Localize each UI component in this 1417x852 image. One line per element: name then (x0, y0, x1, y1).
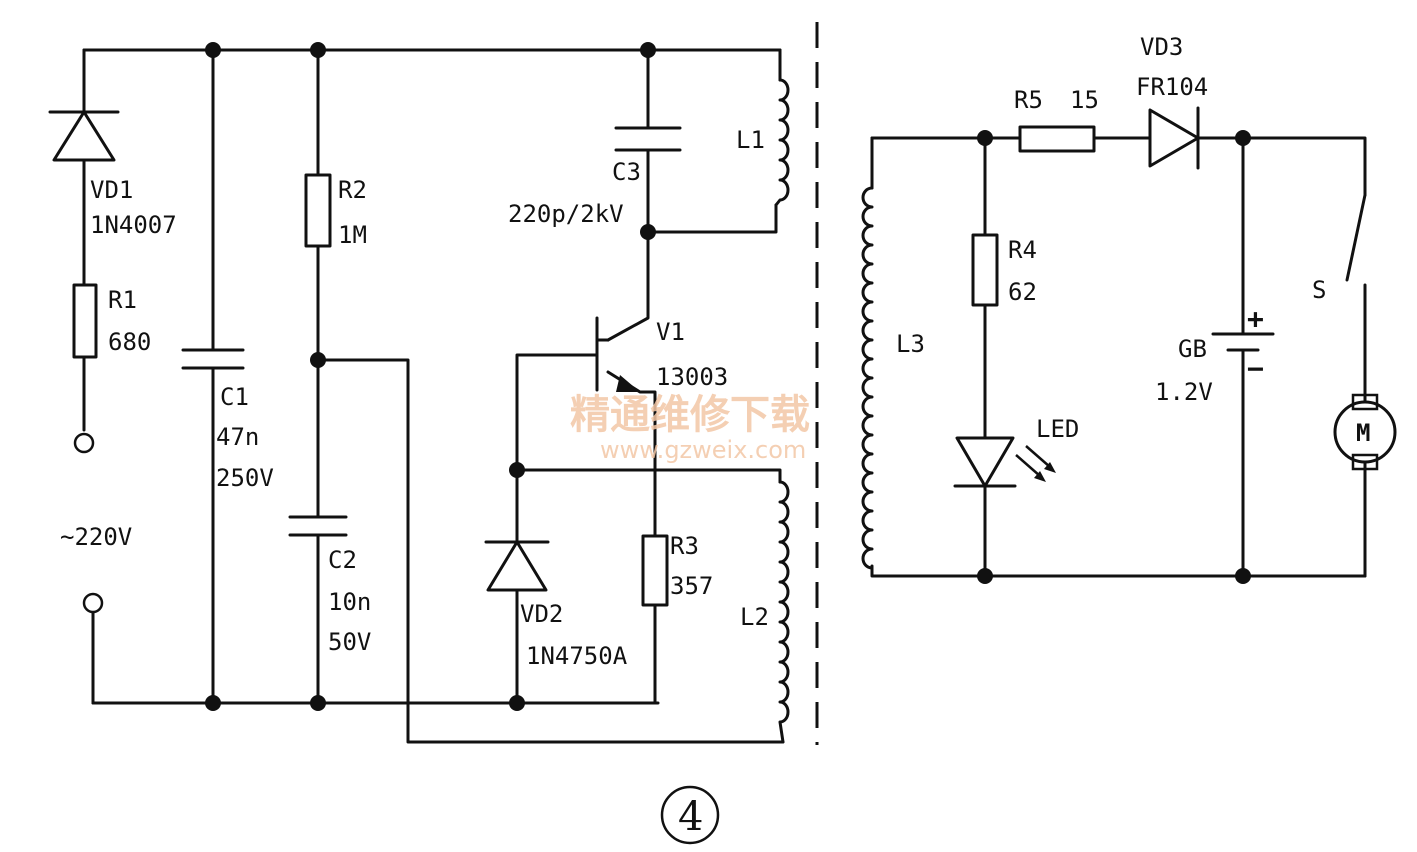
watermark-title: 精通维修下载 (570, 392, 810, 438)
r4-value: 62 (1008, 278, 1037, 306)
r1-value: 680 (108, 328, 151, 356)
motor-label: M (1356, 419, 1370, 447)
r1-ref: R1 (108, 286, 137, 314)
l3-ref: L3 (896, 330, 925, 358)
vd3-ref: VD3 (1140, 33, 1183, 61)
r5-resistor-symbol (1018, 125, 1096, 153)
secondary-junction-dots (977, 130, 1251, 584)
gb-value: 1.2V (1155, 378, 1213, 406)
r2-resistor-symbol (304, 173, 332, 248)
l3-coil-symbol (861, 186, 874, 570)
vd3-value: FR104 (1136, 73, 1208, 101)
v1-ref: V1 (656, 318, 685, 346)
l2-ref: L2 (740, 603, 769, 631)
r1-resistor-symbol (72, 283, 98, 359)
l2-coil-symbol (778, 480, 790, 744)
v1-transistor-symbol (595, 316, 640, 392)
vd1-ref: VD1 (90, 176, 133, 204)
r2-value: 1M (338, 221, 367, 249)
c3-ref: C3 (612, 158, 641, 186)
l1-coil-symbol (774, 78, 790, 207)
r3-value: 357 (670, 572, 713, 600)
r4-ref: R4 (1008, 236, 1037, 264)
primary-wiring (82, 48, 785, 744)
r5-ref: R5 (1014, 86, 1043, 114)
switch-ref: S (1312, 276, 1326, 304)
gb-minus-sign: − (1247, 352, 1264, 385)
input-voltage-label: ~220V (60, 523, 132, 551)
led-light-arrows-icon (1015, 445, 1056, 482)
vd2-ref: VD2 (520, 600, 563, 628)
watermark-url: www.gzweix.com (600, 436, 806, 464)
c3-capacitor-symbol (614, 126, 682, 152)
c2-value: 10n (328, 588, 371, 616)
c2-capacitor-symbol (288, 515, 348, 537)
primary-junction-dots (205, 42, 656, 711)
c3-value: 220p/2kV (508, 200, 624, 228)
c2-ref: C2 (328, 546, 357, 574)
vd1-diode-symbol (48, 110, 120, 162)
figure-number: 4 (678, 794, 703, 840)
gb-ref: GB (1178, 335, 1207, 363)
c2-voltage: 50V (328, 628, 371, 656)
c1-capacitor-symbol (181, 348, 245, 370)
r2-ref: R2 (338, 176, 367, 204)
vd3-diode-symbol (1148, 106, 1200, 170)
vd1-value: 1N4007 (90, 211, 177, 239)
r5-value: 15 (1070, 86, 1099, 114)
r3-ref: R3 (670, 532, 699, 560)
gb-battery-symbol (1211, 332, 1275, 352)
led-ref: LED (1036, 415, 1079, 443)
input-terminal-bottom (82, 592, 104, 614)
gb-plus-sign: + (1247, 302, 1264, 335)
secondary-wiring (870, 136, 1367, 578)
led-symbol (953, 436, 1017, 488)
r4-resistor-symbol (971, 233, 999, 307)
figure-number-badge: 4 (660, 785, 720, 845)
vd2-diode-symbol (484, 540, 550, 592)
l1-ref: L1 (736, 126, 765, 154)
c1-voltage: 250V (216, 464, 274, 492)
c1-value: 47n (216, 423, 259, 451)
v1-value: 13003 (656, 363, 728, 391)
motor-symbol (1333, 393, 1397, 471)
input-terminal-top (73, 432, 95, 454)
vd2-value: 1N4750A (526, 642, 628, 670)
c1-ref: C1 (220, 383, 249, 411)
r3-resistor-symbol (641, 534, 669, 607)
